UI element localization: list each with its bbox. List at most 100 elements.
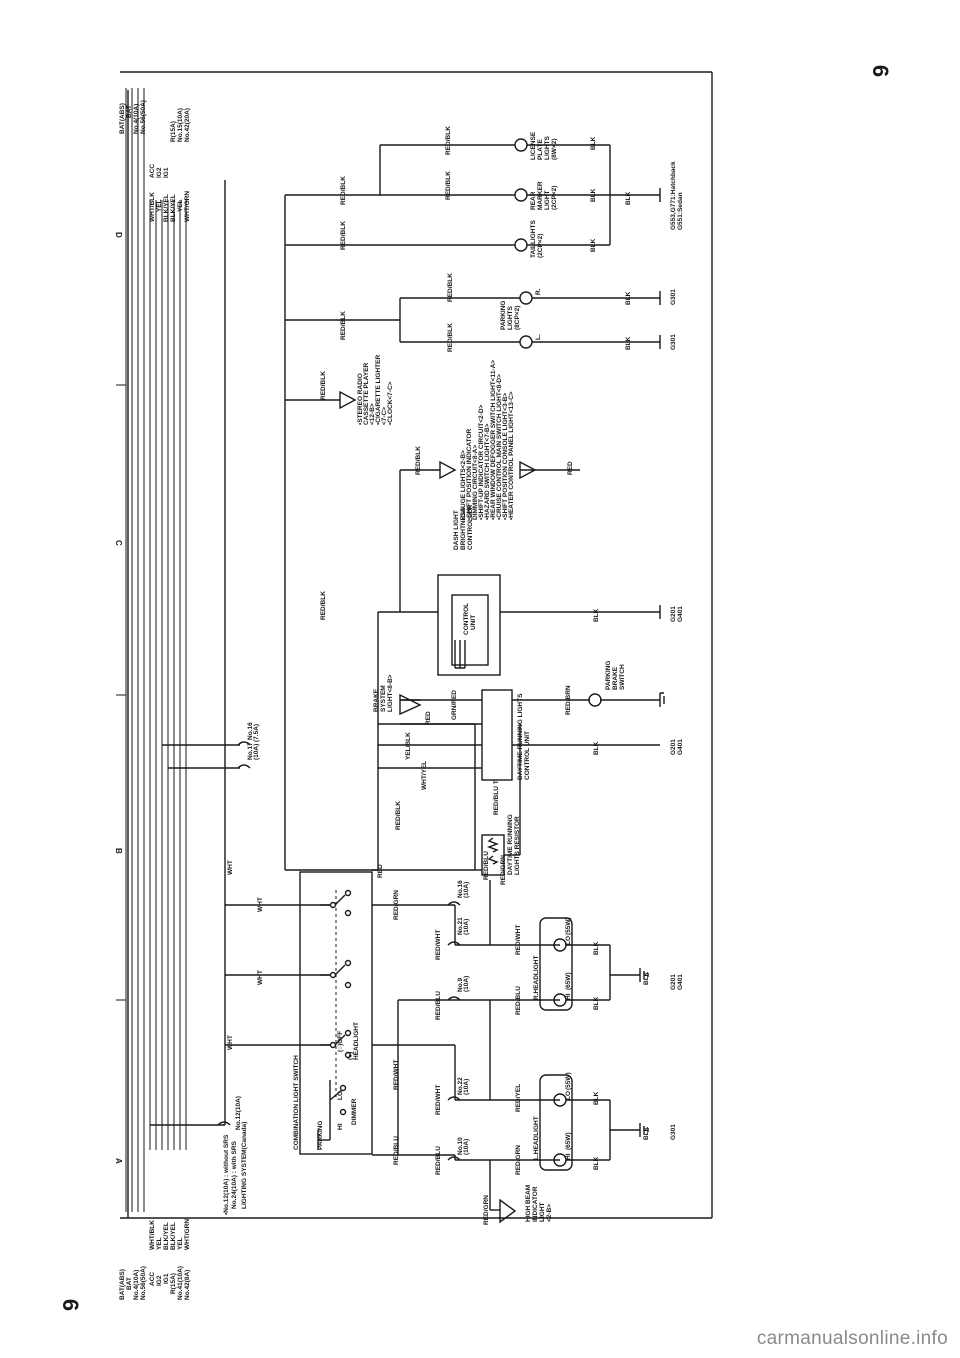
switch-headlight-label: HEADLIGHT bbox=[353, 1022, 360, 1060]
switch-dimmer-label: DIMMER bbox=[351, 1098, 358, 1125]
gauge-item: DIMMING CIRCUIT<8-A> bbox=[472, 445, 479, 520]
wire-label: WHT bbox=[227, 860, 234, 875]
fuse-label: No.22 bbox=[457, 1077, 464, 1095]
fuse-label: (10A) bbox=[463, 976, 470, 992]
wire-label: RED/BLK bbox=[445, 126, 452, 155]
lamp-side: R. bbox=[535, 288, 542, 295]
fuse-label: No.16 bbox=[457, 880, 464, 898]
combination-light-switch: COMBINATION LIGHT SWITCH PARKING HI LO D… bbox=[293, 871, 373, 1155]
gauge-item: •SHIFT-UP INDICATOR CIRCUIT<2-D> bbox=[478, 404, 485, 520]
gauge-lights-branch: RED/BLK RED •GAUGE LIGHTS<2-B> •SHIFT PO… bbox=[399, 360, 580, 612]
lamp-label: PLATE bbox=[537, 139, 544, 160]
wire-label: YEL/BLK bbox=[405, 732, 412, 760]
fuse-label: (10A) bbox=[253, 744, 260, 760]
wire-label: GRN/RED bbox=[451, 690, 458, 720]
switch-off-label: (○)OFF bbox=[337, 1031, 344, 1052]
page-number-top: 6 bbox=[868, 64, 894, 78]
wire-label: BLK/YEL bbox=[170, 194, 177, 222]
ground-symbols: G201 G401 G301 G201 G401 G201 G401 G301 … bbox=[639, 161, 684, 1140]
headlight-label: L.HEADLIGHT bbox=[533, 1116, 540, 1160]
power-label: IG1 bbox=[163, 167, 170, 178]
switch-label: BRAKE bbox=[612, 666, 619, 690]
wire-label: BLK bbox=[590, 238, 597, 252]
wire-label: BLK bbox=[643, 971, 650, 985]
fuse-label: No.9 bbox=[457, 978, 464, 992]
wire-label: RED/BLK bbox=[320, 591, 327, 620]
ground-label: G553,G771:Hatchback bbox=[670, 161, 677, 230]
wire-label: YEL bbox=[156, 199, 163, 212]
switch-title: COMBINATION LIGHT SWITCH bbox=[293, 1055, 300, 1150]
wire-label: RED/BLK bbox=[340, 176, 347, 205]
wire-label: YEL bbox=[177, 199, 184, 212]
note-line: No.24(10A) : with SRS bbox=[231, 1140, 238, 1209]
control-unit-label: CONTROL bbox=[463, 603, 470, 635]
wire-label: BLK bbox=[590, 188, 597, 202]
controller-label: DASH LIGHT bbox=[453, 510, 460, 550]
headlight-label: R.HEADLIGHT bbox=[533, 956, 540, 1000]
note-line: LIGHTING SYSTEM(Canada) bbox=[241, 1122, 248, 1209]
gauge-item: •GAUGE LIGHTS<2-B> bbox=[460, 450, 467, 520]
bulb-hi-watt: (65W) bbox=[565, 972, 572, 990]
lamp-label: (8CP×2) bbox=[514, 306, 521, 330]
wire-label: BLK/YEL bbox=[170, 1222, 177, 1250]
watermark-text: carmanualsonline.info bbox=[756, 1328, 948, 1349]
stereo-item: •CIGARETTE LIGHTER bbox=[375, 355, 382, 425]
bulb-hi-label: HI bbox=[565, 993, 572, 1000]
wire-label: WHT/YEL bbox=[421, 761, 428, 790]
gauge-item: •CRUISE CONTROL MAIN SWITCH LIGHT<8-D> bbox=[496, 374, 503, 520]
wire-label: WHT bbox=[257, 897, 264, 912]
ground-label: G301 bbox=[670, 1124, 677, 1140]
wire-label: BLK bbox=[593, 741, 600, 755]
ground-label: G401 bbox=[677, 974, 684, 990]
power-label: No.42(8A) bbox=[184, 1270, 191, 1300]
gauge-item: •SHIFT POSITION INDICATOR bbox=[466, 428, 473, 520]
fuse-label: (10A) bbox=[463, 919, 470, 935]
wire-label: BLK bbox=[625, 336, 632, 350]
lamp-label: LICENSE bbox=[530, 131, 537, 160]
controller-label: BRIGHTNESS bbox=[460, 507, 467, 550]
power-label: BAT bbox=[126, 1277, 133, 1290]
switch-parking-label: PARKING bbox=[317, 1121, 324, 1151]
resistor-label: DAYTIME RUNNING bbox=[507, 814, 514, 875]
lamp-label: LIGHTS bbox=[507, 306, 514, 330]
column-label-b: B bbox=[114, 848, 123, 854]
stereo-item: •CLOCK<7-C> bbox=[387, 381, 394, 425]
switch-hi-label: HI bbox=[337, 1123, 344, 1130]
fuse-label: No.10 bbox=[457, 1137, 464, 1155]
wire-label: YEL bbox=[156, 1237, 163, 1250]
wire-label: RED/YEL bbox=[515, 1084, 522, 1112]
wire-label: RED/WHT bbox=[435, 930, 442, 960]
wire-label: WHT/BLK bbox=[149, 192, 156, 222]
headlight-fuses: No.21 (10A) No.9 (10A) No.22 (10A) No.10… bbox=[435, 880, 490, 1175]
ground-label: G201 bbox=[670, 606, 677, 622]
gauge-item: •SHIFT POSITION CONSOLE LIGHT<3-B> bbox=[502, 393, 509, 520]
wire-label: RED/BLK bbox=[340, 311, 347, 340]
brake-label: SYSTEM bbox=[380, 685, 387, 712]
lamp-label: PARKING bbox=[500, 301, 507, 331]
indicator-label: <2-B> bbox=[546, 1204, 553, 1222]
ground-label: G551:Sedan bbox=[677, 192, 684, 230]
wire-label: RED/BLU bbox=[515, 986, 522, 1015]
power-label: No.56(50A) bbox=[140, 100, 147, 134]
drl-label: CONTROL UNIT bbox=[524, 731, 531, 780]
stereo-item: •STEREO RADIO bbox=[357, 373, 364, 425]
wire-label: RED/BLU bbox=[435, 1146, 442, 1175]
power-label: R(15A) bbox=[170, 1273, 177, 1294]
bulb-hi-watt: (65W) bbox=[565, 1132, 572, 1150]
wire-label: WHT bbox=[257, 970, 264, 985]
control-unit-label: UNIT bbox=[470, 615, 477, 630]
headlight-wiring: RED/WHT RED/BLU RED/YEL RED/GRN bbox=[489, 880, 560, 1210]
wire-label: BLK bbox=[593, 1156, 600, 1170]
dash-light-controller: CONTROL UNIT DASH LIGHT BRIGHTNESS CONTR… bbox=[320, 505, 661, 676]
brake-label: BRAKE bbox=[373, 688, 380, 712]
wire-label: YEL bbox=[177, 1237, 184, 1250]
wire-label: BLK bbox=[593, 996, 600, 1010]
note-line: •No.12(10A) : without SRS bbox=[223, 1134, 230, 1215]
power-label: No.15(10A) bbox=[177, 108, 184, 142]
wire-label: BLK bbox=[593, 941, 600, 955]
fuse-label: (10A) bbox=[463, 1079, 470, 1095]
wire-label: BLK bbox=[625, 191, 632, 205]
notes: •No.12(10A) : without SRS No.24(10A) : w… bbox=[223, 1122, 248, 1215]
wire-label: BLK/YEL bbox=[163, 1222, 170, 1250]
